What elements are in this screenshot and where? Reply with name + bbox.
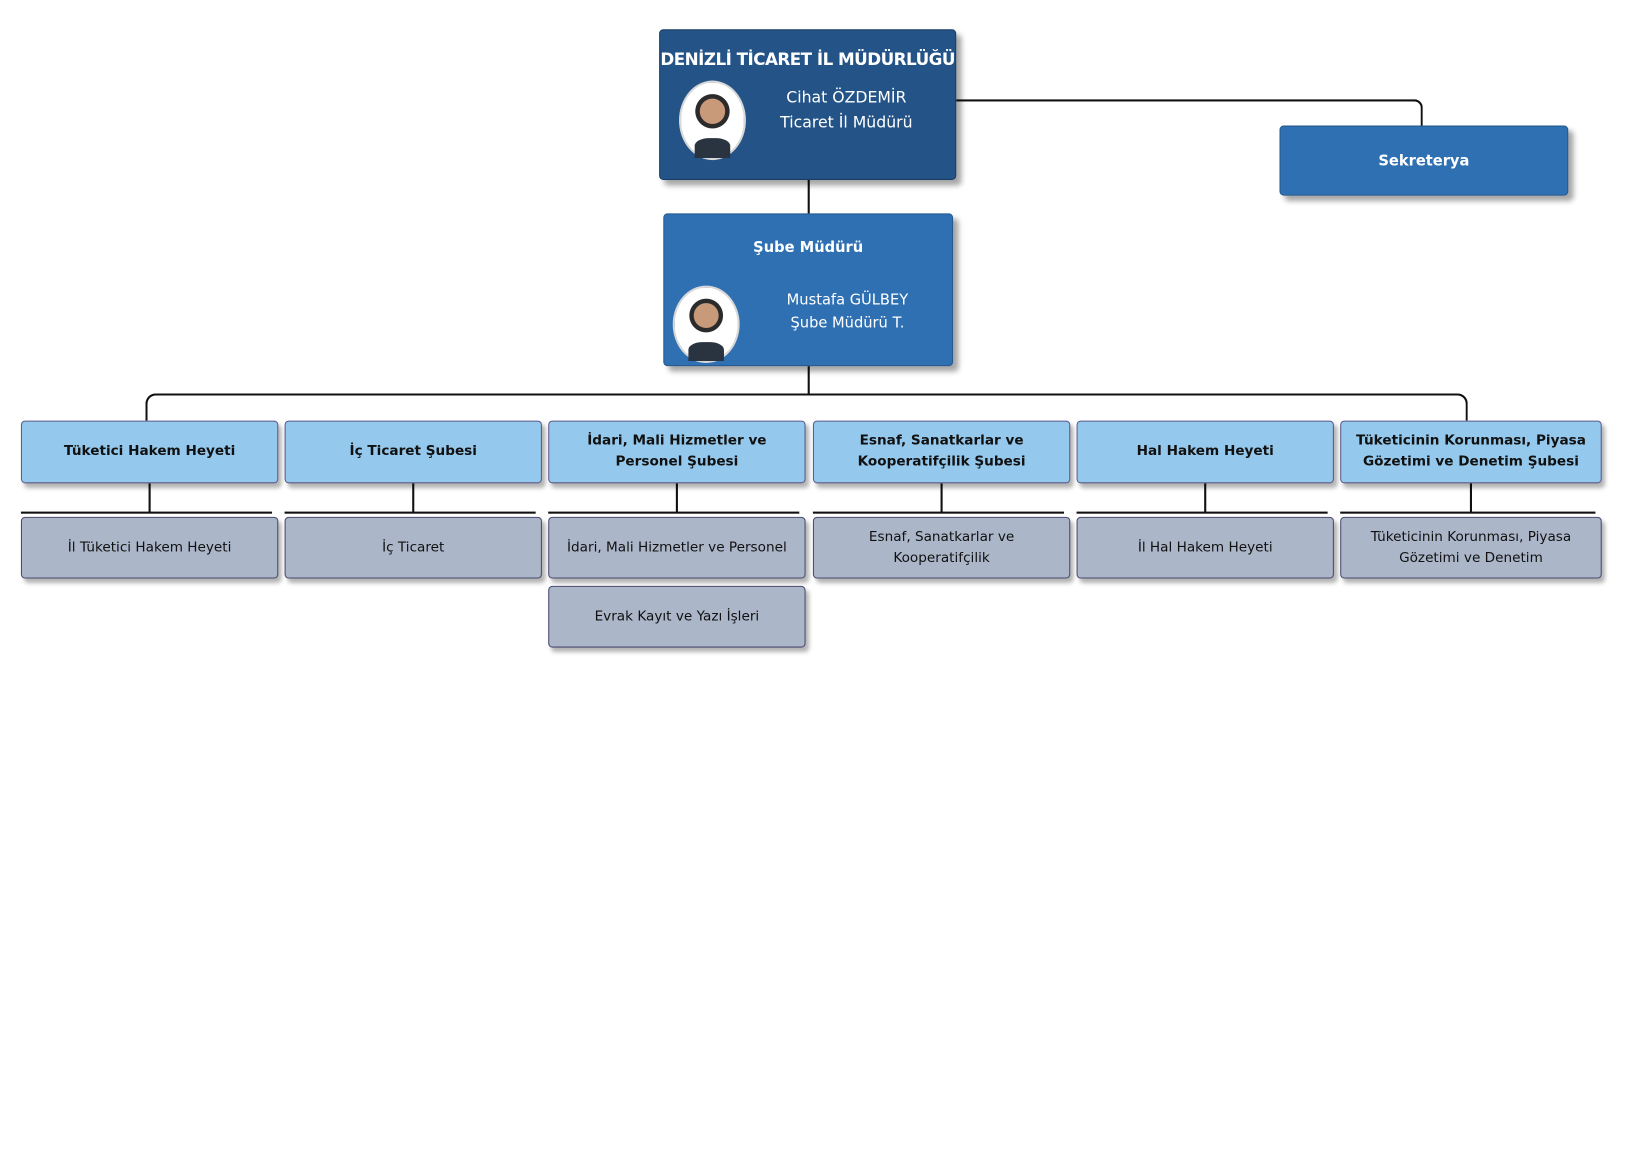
department-box[interactable]: İç Ticaret Şubesi (284, 420, 542, 484)
department-label: İdari, Mali Hizmetler ve Personel Şubesi (587, 433, 767, 470)
connector (548, 511, 800, 514)
org-title: DENİZLİ TİCARET İL MÜDÜRLÜĞÜ (660, 49, 955, 70)
unit-label: İl Hal Hakem Heyeti (1137, 539, 1273, 556)
secretariat-box[interactable]: Sekreterya (1279, 125, 1569, 196)
connector (1204, 483, 1207, 513)
connector (675, 483, 678, 513)
connector (148, 483, 151, 513)
unit-box[interactable]: İç Ticaret (284, 516, 542, 579)
department-box[interactable]: Hal Hakem Heyeti (1076, 420, 1334, 484)
director-name: Cihat ÖZDEMİR (786, 87, 907, 107)
unit-label: Esnaf, Sanatkarlar ve Kooperatifçilik (868, 528, 1015, 566)
connector (1340, 511, 1596, 514)
unit-box[interactable]: İdari, Mali Hizmetler ve Personel (548, 516, 806, 579)
branch-manager-role: Şube Müdürü (753, 239, 864, 257)
connector (284, 511, 536, 514)
unit-label: Evrak Kayıt ve Yazı İşleri (594, 608, 760, 625)
connector (1469, 483, 1473, 513)
connector (807, 179, 810, 214)
connector (145, 393, 1468, 421)
branch-manager-box[interactable]: Şube Müdürü Mustafa GÜLBEY Şube Müdürü T… (663, 213, 954, 367)
unit-box[interactable]: Evrak Kayıt ve Yazı İşleri (548, 585, 806, 648)
department-label: Tüketici Hakem Heyeti (63, 443, 236, 460)
unit-label: İl Tüketici Hakem Heyeti (67, 539, 232, 556)
unit-label: Tüketicinin Korunması, Piyasa Gözetimi v… (1370, 528, 1572, 566)
connector (1076, 511, 1328, 514)
branch-manager-title: Şube Müdürü T. (790, 314, 905, 332)
branch-manager-name: Mustafa GÜLBEY (786, 291, 909, 309)
connector (807, 366, 810, 395)
connector (812, 511, 1064, 514)
department-label: Esnaf, Sanatkarlar ve Kooperatifçilik Şu… (857, 433, 1026, 470)
unit-box[interactable]: Esnaf, Sanatkarlar ve Kooperatifçilik (812, 516, 1071, 579)
connector (20, 511, 273, 514)
department-box[interactable]: Tüketicinin Korunması, Piyasa Gözetimi v… (1340, 420, 1602, 484)
department-box[interactable]: İdari, Mali Hizmetler ve Personel Şubesi (548, 420, 806, 484)
secretariat-label: Sekreterya (1378, 152, 1470, 169)
connector (940, 483, 943, 513)
director-title: Ticaret İl Müdürü (780, 112, 913, 132)
connector (412, 483, 415, 513)
department-label: Hal Hakem Heyeti (1136, 443, 1274, 460)
unit-label: İç Ticaret (382, 539, 445, 556)
department-label: İç Ticaret Şubesi (349, 443, 477, 460)
connector (956, 99, 1417, 102)
unit-box[interactable]: İl Tüketici Hakem Heyeti (20, 516, 279, 579)
connector (1412, 99, 1423, 126)
director-box[interactable]: DENİZLİ TİCARET İL MÜDÜRLÜĞÜ Cihat ÖZDEM… (659, 29, 957, 180)
department-label: Tüketicinin Korunması, Piyasa Gözetimi v… (1356, 433, 1586, 470)
unit-box[interactable]: İl Hal Hakem Heyeti (1076, 516, 1334, 579)
department-box[interactable]: Tüketici Hakem Heyeti (20, 420, 279, 484)
director-photo (678, 80, 746, 161)
unit-label: İdari, Mali Hizmetler ve Personel (567, 539, 787, 556)
branch-manager-photo (672, 285, 740, 364)
unit-box[interactable]: Tüketicinin Korunması, Piyasa Gözetimi v… (1340, 516, 1602, 579)
department-box[interactable]: Esnaf, Sanatkarlar ve Kooperatifçilik Şu… (812, 420, 1071, 484)
